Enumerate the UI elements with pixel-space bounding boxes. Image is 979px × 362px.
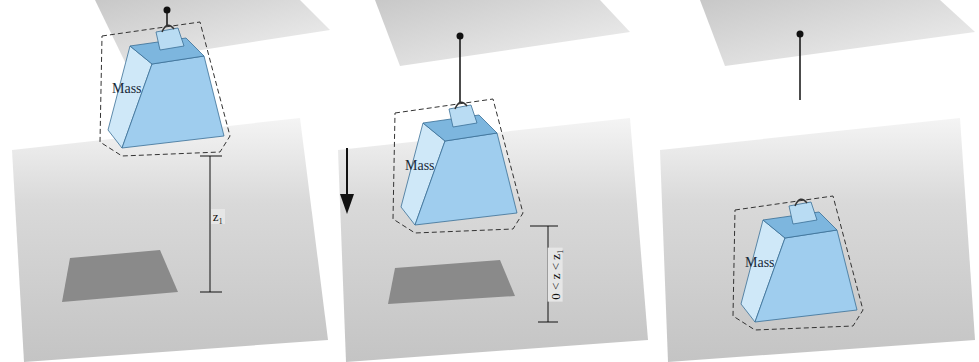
mass-block: Mass xyxy=(393,95,525,235)
ceiling-plane xyxy=(375,0,630,66)
hook xyxy=(455,102,467,109)
hook-base xyxy=(449,105,477,127)
system-boundary xyxy=(393,99,523,233)
dimension-label: z₁ xyxy=(211,209,225,224)
dimension-tick xyxy=(200,156,222,157)
hook xyxy=(795,199,807,206)
dimension-label: 0 < z < z₁ xyxy=(548,247,563,301)
block-face xyxy=(122,56,224,148)
pin xyxy=(457,33,464,40)
mass-label: Mass xyxy=(405,159,435,173)
system-boundary xyxy=(733,196,863,330)
mass-label: Mass xyxy=(745,256,775,270)
shadow xyxy=(388,260,515,304)
ceiling-plane xyxy=(700,0,975,66)
dimension-tick xyxy=(530,226,558,227)
floor-plane xyxy=(660,118,975,362)
motion-arrow xyxy=(346,148,348,196)
block-face xyxy=(755,230,857,322)
string xyxy=(459,36,461,103)
hook-base xyxy=(156,28,184,50)
mass-block: Mass xyxy=(733,192,865,332)
shadow xyxy=(62,250,178,302)
dimension-tick xyxy=(200,292,222,293)
pin xyxy=(164,7,171,14)
floor-plane xyxy=(12,118,328,362)
mass-block: Mass xyxy=(100,18,232,158)
dimension-line xyxy=(210,156,211,292)
hook-base xyxy=(789,202,817,224)
pin xyxy=(797,31,804,38)
motion-arrow-head xyxy=(340,194,354,214)
hook xyxy=(162,25,174,32)
floor-plane xyxy=(338,118,648,362)
dimension-tick xyxy=(538,322,558,323)
mass-label: Mass xyxy=(112,82,142,96)
system-boundary xyxy=(100,22,230,156)
string xyxy=(799,34,801,100)
block-face xyxy=(415,133,517,225)
